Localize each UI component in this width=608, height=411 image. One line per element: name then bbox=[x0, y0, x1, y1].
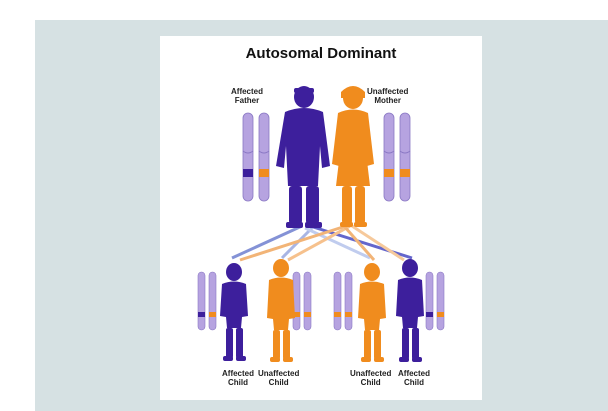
unaffected-child-2-figure bbox=[358, 263, 386, 362]
child4-chromosomes bbox=[425, 271, 445, 331]
father-mutant-gene bbox=[243, 169, 253, 177]
father-label-line2: Father bbox=[234, 96, 260, 105]
father-normal-gene bbox=[259, 169, 269, 177]
child1-label-line1: Affected bbox=[222, 369, 255, 378]
child2-label-line2: Child bbox=[268, 378, 289, 387]
unaffected-mother-figure bbox=[332, 86, 374, 227]
child4-label-line2: Child bbox=[404, 378, 424, 387]
unaffected-child-1-figure bbox=[267, 259, 295, 362]
child4-label-line1: Affected bbox=[398, 369, 431, 378]
affected-father-figure bbox=[276, 86, 330, 228]
child1-label-line2: Child bbox=[228, 378, 248, 387]
diagram-card: Autosomal Dominant bbox=[160, 36, 482, 400]
diagram-title: Autosomal Dominant bbox=[245, 45, 397, 62]
affected-child-2-figure bbox=[396, 259, 424, 362]
child3-label-line1: Unaffected bbox=[350, 369, 392, 378]
child1-label: Affected Child bbox=[222, 369, 254, 387]
inheritance-diagram bbox=[197, 86, 445, 362]
child4-label: Affected Child bbox=[398, 369, 430, 387]
mother-label-line1: Unaffected bbox=[367, 87, 409, 96]
child2-label-line1: Unaffected bbox=[258, 369, 300, 378]
child3-chromosomes bbox=[333, 271, 353, 331]
father-chromosomes bbox=[242, 112, 270, 202]
mother-label-line2: Mother bbox=[374, 96, 401, 105]
child3-label-line2: Child bbox=[360, 378, 381, 387]
inheritance-lines bbox=[231, 224, 413, 262]
child2-chromosomes bbox=[292, 271, 312, 331]
father-label: Affected Father bbox=[231, 87, 263, 105]
affected-child-1-figure bbox=[220, 263, 248, 361]
child3-label: Unaffected Child bbox=[350, 369, 391, 387]
child1-chromosomes bbox=[197, 271, 217, 331]
mother-label: Unaffected Mother bbox=[367, 87, 408, 105]
child2-label: Unaffected Child bbox=[258, 369, 299, 387]
father-label-line1: Affected bbox=[231, 87, 264, 96]
mother-chromosomes bbox=[383, 112, 411, 202]
